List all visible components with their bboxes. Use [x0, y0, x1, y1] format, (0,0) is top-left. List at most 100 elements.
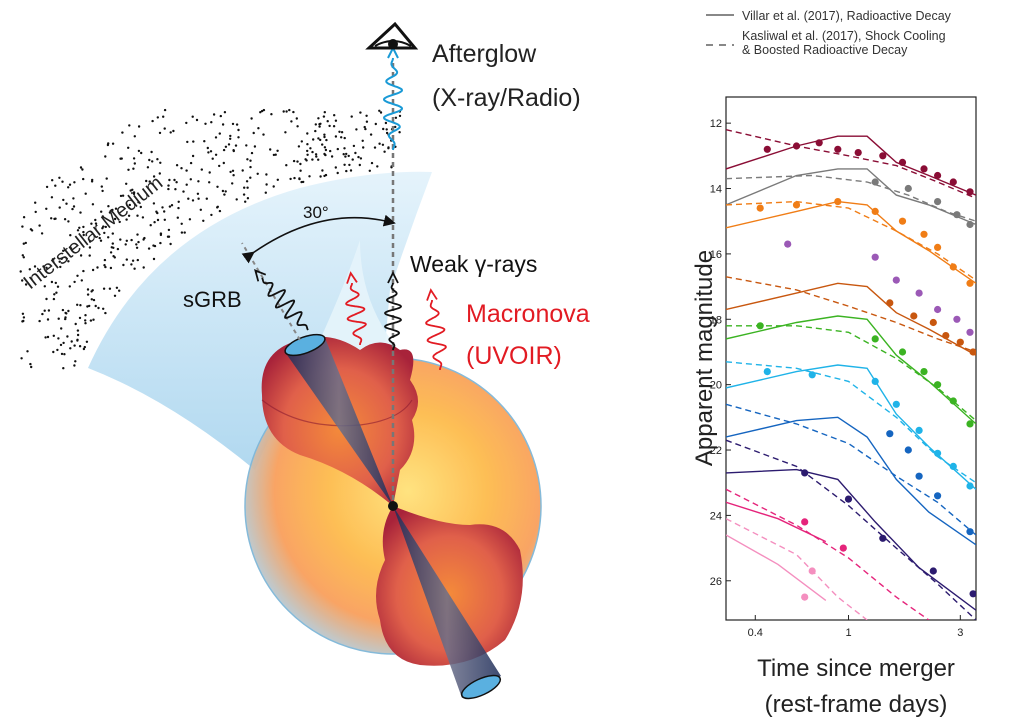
ism-dot [253, 145, 257, 148]
y-tick-label: 20 [710, 380, 722, 392]
data-point [871, 253, 879, 261]
model-solid-curve-8 [726, 468, 976, 611]
data-point [910, 312, 918, 320]
ism-dot [112, 246, 115, 249]
data-point [871, 207, 879, 215]
ism-dot [84, 322, 87, 325]
ism-dot [74, 360, 77, 363]
ism-dot [161, 206, 164, 209]
ism-dot [370, 161, 374, 165]
data-point [801, 593, 809, 601]
ism-dot [124, 243, 127, 246]
ism-dot [319, 138, 322, 142]
ism-dot [369, 133, 373, 136]
data-point [920, 230, 928, 238]
ism-dot [270, 113, 273, 116]
ism-dot [345, 152, 348, 156]
ism-dot [90, 180, 94, 183]
ism-dot [113, 256, 117, 259]
ism-dot [347, 154, 350, 158]
ism-dot [58, 176, 61, 179]
ism-dot [34, 201, 37, 204]
ism-dot [229, 134, 232, 138]
y-tick-label: 14 [710, 184, 722, 196]
ism-dot [170, 204, 174, 207]
ism-dot [59, 265, 62, 269]
plot-frame [725, 96, 977, 621]
ism-dot [62, 367, 65, 370]
ism-dot [311, 158, 314, 161]
ism-dot [137, 149, 141, 153]
ism-dot [69, 247, 73, 250]
ism-dot [295, 117, 298, 120]
ism-dot [191, 154, 195, 158]
ism-dot [177, 200, 180, 203]
ism-dot [318, 123, 321, 126]
x-tick-label: 1 [845, 627, 851, 639]
ism-dot [296, 160, 299, 163]
ism-dot [21, 254, 24, 257]
ism-dot [207, 151, 210, 154]
data-point [898, 158, 907, 166]
ism-dot [21, 320, 24, 323]
ism-dot [52, 350, 55, 354]
data-point [784, 240, 792, 248]
data-point [966, 328, 974, 336]
ism-dot [169, 131, 172, 134]
ism-dot [104, 265, 107, 269]
ism-dot [142, 266, 145, 269]
ism-dot [350, 115, 353, 118]
ism-dot [45, 297, 48, 301]
ism-dot [90, 298, 94, 301]
weak-gamma-label: Weak γ-rays [410, 251, 537, 277]
ism-dot [127, 146, 130, 149]
ism-dot [323, 133, 326, 136]
ism-dot [91, 268, 95, 272]
ism-dot [82, 177, 85, 181]
ism-dot [237, 136, 240, 139]
data-point [904, 446, 912, 454]
ism-dot [151, 160, 154, 163]
ism-dot [333, 114, 336, 117]
ism-dot [90, 290, 93, 293]
ism-dot [100, 185, 104, 188]
ism-dot [216, 185, 219, 188]
ism-dot [54, 281, 57, 285]
afterglow-bands-label: (X-ray/Radio) [432, 84, 581, 112]
ism-dot [204, 122, 207, 126]
ism-dot [185, 183, 188, 186]
ism-dot [205, 197, 208, 200]
ism-dot [222, 161, 225, 165]
ism-dot [183, 231, 186, 234]
ism-dot [82, 233, 85, 237]
data-point [966, 420, 974, 428]
model-solid-curve-0 [726, 135, 976, 196]
ism-dot [264, 191, 267, 194]
ism-dot [317, 137, 320, 140]
data-point [904, 184, 912, 193]
ism-dot [113, 217, 117, 221]
ism-dot [169, 242, 172, 246]
ism-dot [328, 124, 331, 128]
ism-dot [180, 167, 183, 170]
ism-dot [311, 150, 314, 154]
ism-dot [88, 304, 91, 308]
ism-dot [322, 115, 326, 118]
ism-dot [152, 202, 156, 205]
ism-dot [85, 340, 89, 343]
ism-dot [94, 222, 98, 225]
data-point [886, 430, 894, 438]
ism-dot [237, 128, 240, 132]
ism-dot [120, 157, 123, 160]
ism-dot [285, 110, 288, 113]
data-point [949, 462, 957, 470]
ism-dot [206, 146, 209, 150]
data-point [915, 472, 923, 480]
ism-dot [216, 206, 219, 209]
macronova-wave-2 [425, 288, 447, 370]
ism-dot [221, 123, 225, 126]
ism-dot [200, 168, 203, 171]
data-point [834, 145, 842, 153]
